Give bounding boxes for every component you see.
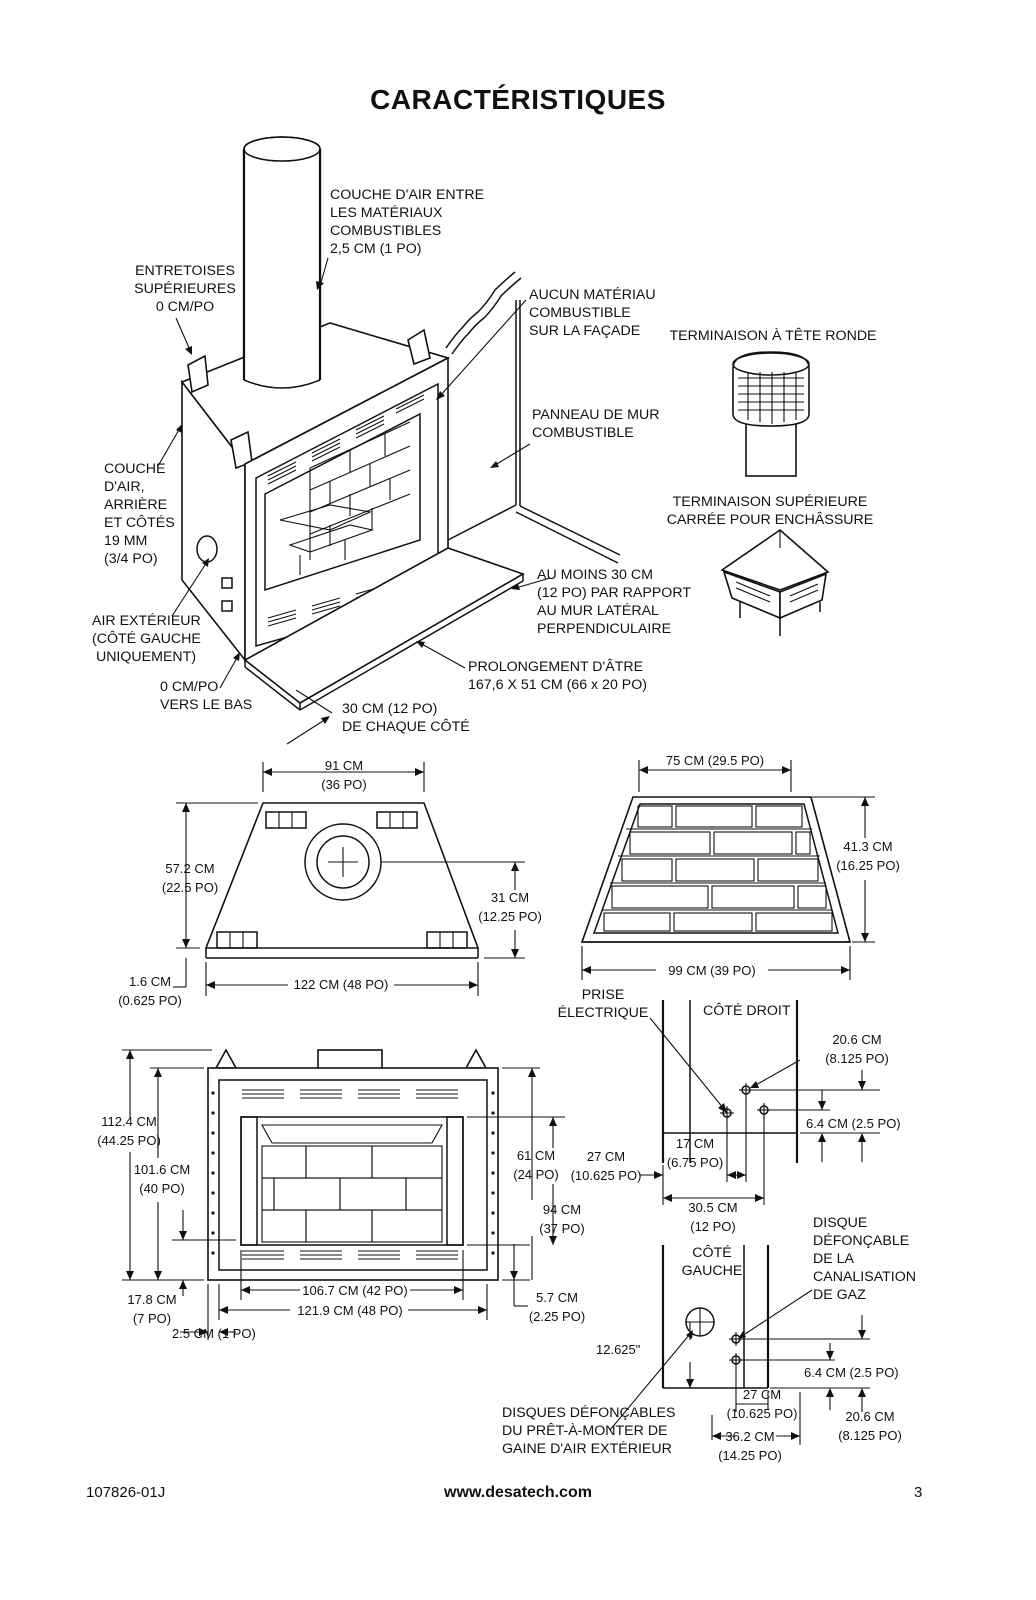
label-gas-knockout: DISQUE DÉFONÇABLE DE LA CANALISATION DE … (813, 1215, 917, 1303)
dim-right-27: 27 CM (10.625 PO) (570, 1149, 642, 1183)
page-number: 3 (914, 1484, 923, 1501)
dim-top-bottom-width: 122 CM (48 PO) (293, 977, 389, 992)
dim-firebox-back-width: 75 CM (29.5 PO) (665, 753, 765, 768)
label-outside-air-knockouts: DISQUES DÉFONÇABLES DU PRÊT-À-MONTER DE … (502, 1405, 676, 1457)
dim-front-frame-height: 94 CM (37 PO) (539, 1202, 585, 1236)
label-no-combustible-facing: AUCUN MATÉRIAU COMBUSTIBLE SUR LA FAÇADE (529, 287, 656, 339)
dim-front-opening-height: 61 CM (24 PO) (513, 1148, 559, 1182)
label-square-top-termination: TERMINAISON SUPÉRIEURE CARRÉE POUR ENCHÂ… (666, 494, 874, 528)
right-side-title: CÔTÉ DROIT (703, 1003, 791, 1019)
dim-right-17: 17 CM (6.75 PO) (666, 1136, 724, 1170)
dim-front-side-offset: 2.5 CM (1 PO) (172, 1326, 256, 1341)
label-top-standoffs: ENTRETOISES SUPÉRIEURES 0 CM/PO (134, 263, 236, 315)
dim-top-depth: 57.2 CM (22.5 PO) (161, 861, 219, 895)
website-link[interactable]: www.desatech.com (444, 1484, 592, 1501)
dim-firebox-front-width: 99 CM (39 PO) (668, 963, 756, 978)
label-combustible-wall-panel: PANNEAU DE MUR COMBUSTIBLE (532, 407, 660, 441)
square-top-termination (720, 528, 830, 636)
round-top-termination (732, 351, 810, 477)
dim-top-bottom-offset: 1.6 CM (0.625 PO) (118, 974, 182, 1008)
dim-left-lower-height: 6.4 CM (2.5 PO) (804, 1365, 899, 1380)
dim-left-top-height: 20.6 CM (8.125 PO) (838, 1409, 902, 1443)
dim-right-top-height: 20.6 CM (8.125 PO) (825, 1032, 889, 1066)
label-side-wall-clearance: AU MOINS 30 CM (12 PO) PAR RAPPORT AU MU… (537, 567, 691, 637)
label-each-side: 30 CM (12 PO) DE CHAQUE CÔTÉ (342, 701, 470, 735)
label-zero-bottom: 0 CM/PO VERS LE BAS (160, 679, 253, 713)
label-outside-air: AIR EXTÉRIEUR (CÔTÉ GAUCHE UNIQUEMENT) (92, 613, 201, 665)
firebox-plan (580, 760, 875, 980)
dim-front-base-height: 17.8 CM (7 PO) (127, 1292, 177, 1326)
document-code: 107826-01J (86, 1484, 166, 1501)
label-air-space-combustibles: COUCHE D'AIR ENTRE LES MATÉRIAUX COMBUST… (330, 187, 485, 257)
dim-left-12625: 12.625" (596, 1342, 641, 1357)
label-electrical-outlet: PRISE ÉLECTRIQUE (557, 987, 649, 1021)
right-side-view (640, 1000, 880, 1205)
dim-right-lower-height: 6.4 CM (2.5 PO) (806, 1116, 901, 1131)
front-view (122, 1048, 565, 1340)
dim-front-overall-width: 121.9 CM (48 PO) (297, 1303, 403, 1318)
dim-front-opening-width: 106.7 CM (42 PO) (302, 1283, 408, 1298)
dim-right-305: 30.5 CM (12 PO) (688, 1200, 738, 1234)
dim-left-27: 27 CM (10.625 PO) (726, 1387, 798, 1421)
label-air-space-back-sides: COUCHE D'AIR, ARRIÈRE ET CÔTÉS 19 MM (3/… (104, 461, 175, 567)
dim-top-width: 91 CM (36 PO) (321, 758, 367, 792)
label-hearth-extension: PROLONGEMENT D'ÂTRE 167,6 X 51 CM (66 x … (468, 659, 648, 693)
left-side-view (609, 1245, 870, 1445)
left-side-title: CÔTÉ GAUCHE (681, 1245, 743, 1279)
dim-firebox-height: 41.3 CM (16.25 PO) (836, 839, 900, 873)
label-round-top-termination: TERMINAISON À TÊTE RONDE (669, 328, 877, 344)
page-title: CARACTÉRISTIQUES (370, 84, 666, 115)
dim-front-overall-height: 112.4 CM (44.25 PO) (97, 1114, 161, 1148)
top-view (173, 762, 525, 996)
dim-front-bottom-offset: 5.7 CM (2.25 PO) (528, 1290, 586, 1324)
isometric-fireplace (157, 136, 621, 745)
dim-left-362: 36.2 CM (14.25 PO) (718, 1429, 782, 1463)
dim-front-height-40: 101.6 CM (40 PO) (133, 1162, 191, 1196)
dim-flue-center: 31 CM (12.25 PO) (478, 890, 542, 924)
